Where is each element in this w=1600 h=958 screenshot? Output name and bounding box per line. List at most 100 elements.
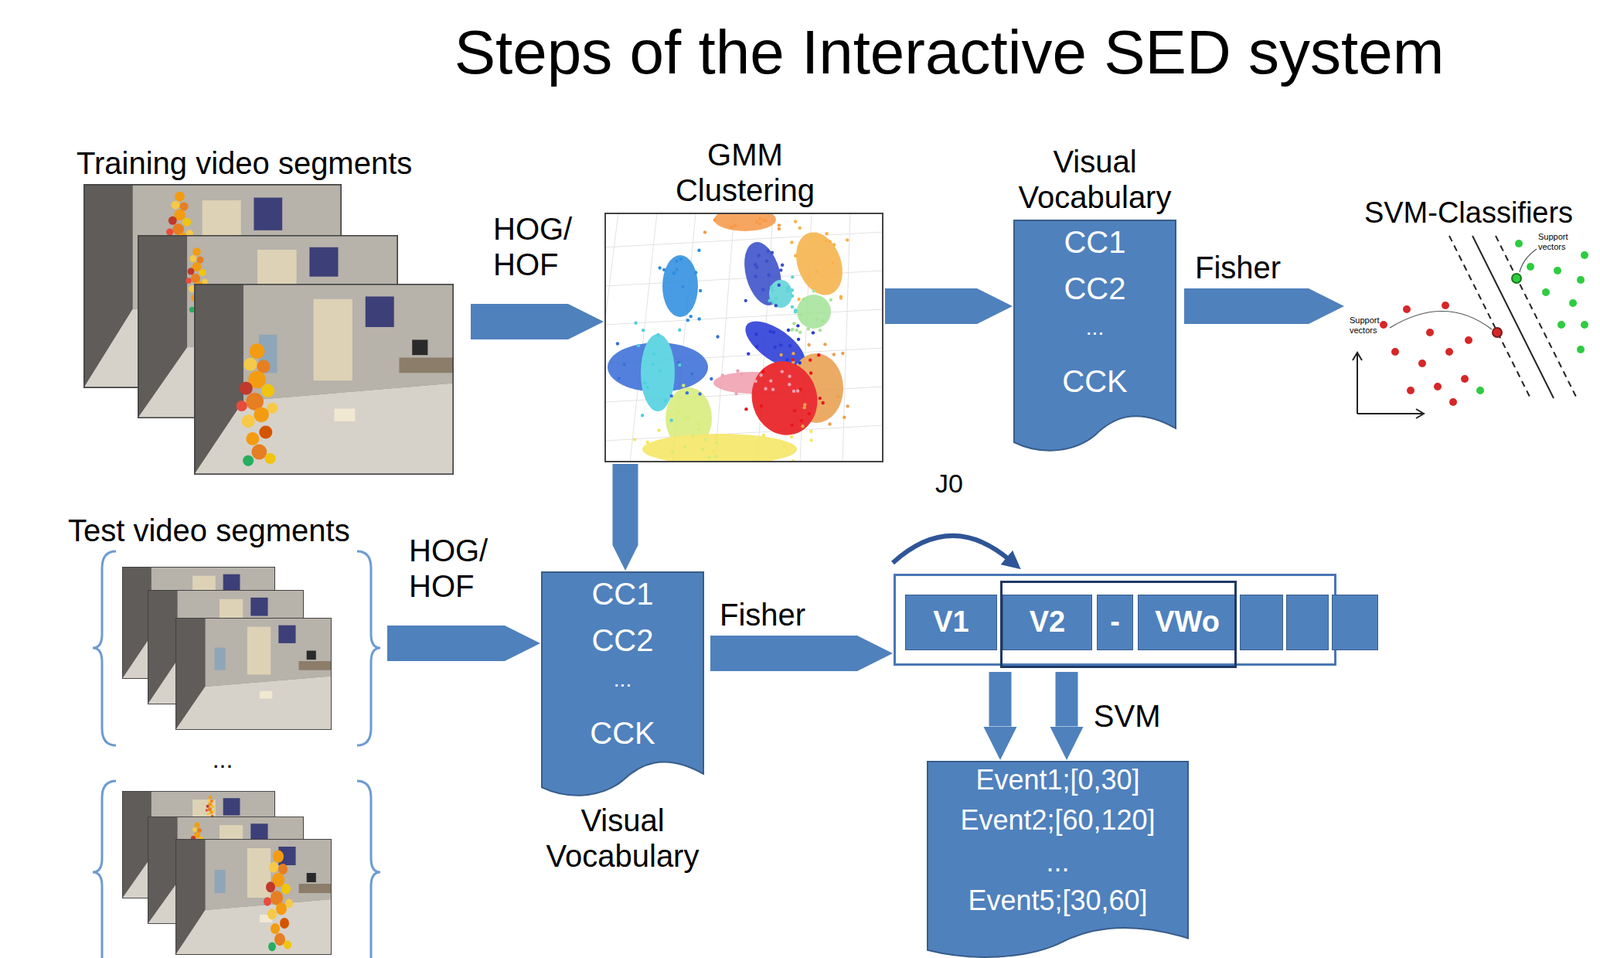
class-point-part bbox=[1526, 262, 1535, 271]
class-point-part bbox=[1426, 328, 1434, 337]
data-point bbox=[786, 328, 790, 332]
data-point bbox=[739, 371, 743, 375]
test-photos-part bbox=[175, 838, 332, 955]
data-point bbox=[812, 289, 816, 293]
data-point bbox=[658, 368, 662, 372]
title: Steps of the Interactive SED system bbox=[454, 17, 1445, 89]
codeword: CC2 bbox=[1063, 270, 1126, 307]
data-point bbox=[689, 314, 693, 318]
segment-bracket-part bbox=[357, 551, 381, 746]
data-point bbox=[817, 353, 821, 357]
data-point bbox=[616, 341, 620, 345]
data-point bbox=[769, 378, 773, 382]
data-point bbox=[798, 360, 802, 365]
data-point bbox=[806, 343, 811, 347]
separating-line bbox=[1449, 235, 1577, 399]
data-point bbox=[793, 254, 797, 258]
data-point bbox=[793, 408, 797, 412]
flow-arrow bbox=[470, 303, 569, 340]
data-point bbox=[762, 433, 766, 437]
data-point bbox=[773, 345, 777, 349]
data-point bbox=[604, 212, 850, 463]
data-point bbox=[685, 391, 689, 395]
data-point bbox=[690, 371, 694, 375]
data-point bbox=[679, 257, 683, 261]
class-point-part bbox=[1460, 374, 1469, 383]
gaussian-component-part bbox=[662, 255, 698, 317]
test-photos bbox=[122, 566, 332, 955]
data-point bbox=[800, 418, 804, 423]
empty-cell bbox=[1331, 594, 1379, 651]
data-point bbox=[674, 259, 678, 263]
class-point-part bbox=[1492, 327, 1502, 338]
data-point bbox=[777, 227, 781, 231]
gmm-illustration-part bbox=[604, 212, 884, 463]
svm-plot: SVM-Classifiers bbox=[1344, 231, 1593, 419]
data-point bbox=[824, 231, 828, 235]
class-point-part bbox=[1433, 382, 1442, 391]
data-point bbox=[827, 239, 831, 243]
class-point-part bbox=[1391, 347, 1400, 356]
data-point bbox=[756, 253, 760, 257]
data-point bbox=[790, 275, 794, 279]
data-point bbox=[697, 427, 701, 431]
leader-line bbox=[1389, 248, 1537, 330]
codeword: CC1 bbox=[591, 575, 654, 612]
data-point bbox=[687, 415, 691, 419]
codeword: CC2 bbox=[591, 622, 654, 658]
heading-label: SVM-Classifiers bbox=[1344, 196, 1593, 231]
data-point bbox=[779, 268, 783, 272]
document-outline bbox=[927, 761, 1189, 957]
data-point bbox=[799, 312, 803, 316]
data-point bbox=[842, 415, 846, 419]
gmm-grid-part bbox=[604, 309, 884, 325]
data-point bbox=[818, 396, 822, 400]
data-point bbox=[830, 261, 835, 265]
data-point bbox=[774, 296, 778, 300]
data-point bbox=[646, 440, 650, 444]
flow-arrow bbox=[710, 635, 858, 671]
gaussian-component-part bbox=[787, 225, 851, 302]
data-point bbox=[769, 329, 773, 333]
data-point bbox=[770, 288, 774, 292]
data-point bbox=[714, 440, 719, 444]
data-point bbox=[616, 376, 620, 380]
data-point bbox=[846, 404, 850, 408]
flow-arrow bbox=[989, 671, 1012, 727]
data-point bbox=[790, 305, 794, 309]
data-point bbox=[809, 429, 813, 433]
data-point bbox=[832, 352, 836, 356]
data-point bbox=[683, 445, 687, 449]
heading-label: Training video segments bbox=[76, 145, 479, 181]
data-point bbox=[765, 258, 769, 263]
segment-bracket bbox=[92, 551, 381, 958]
gmm-grid-part bbox=[604, 212, 619, 463]
data-point bbox=[792, 389, 796, 393]
sequence-window-bar: V1V2-VWo bbox=[893, 573, 1337, 666]
data-point bbox=[803, 402, 807, 406]
data-point bbox=[771, 299, 775, 303]
data-point bbox=[809, 371, 813, 375]
data-point bbox=[786, 285, 790, 290]
data-point bbox=[820, 401, 824, 405]
data-point bbox=[767, 299, 771, 303]
data-point bbox=[799, 387, 803, 391]
data-point bbox=[708, 456, 712, 460]
heading-label: Test video segments bbox=[68, 512, 409, 549]
test-photo-stack: Test video segments bbox=[96, 551, 380, 958]
flow-arrow bbox=[1055, 671, 1079, 727]
data-point bbox=[696, 422, 700, 426]
annotation-label: Support vectors bbox=[1538, 231, 1577, 252]
data-point bbox=[789, 422, 794, 426]
class-point-part bbox=[1557, 320, 1566, 329]
data-point bbox=[636, 343, 640, 348]
data-point bbox=[788, 343, 792, 348]
gmm-grid bbox=[604, 212, 884, 463]
annotation-label: Support vectors bbox=[1349, 315, 1389, 335]
class-point-part bbox=[1553, 266, 1562, 275]
data-point bbox=[762, 369, 766, 373]
data-point bbox=[714, 454, 718, 458]
